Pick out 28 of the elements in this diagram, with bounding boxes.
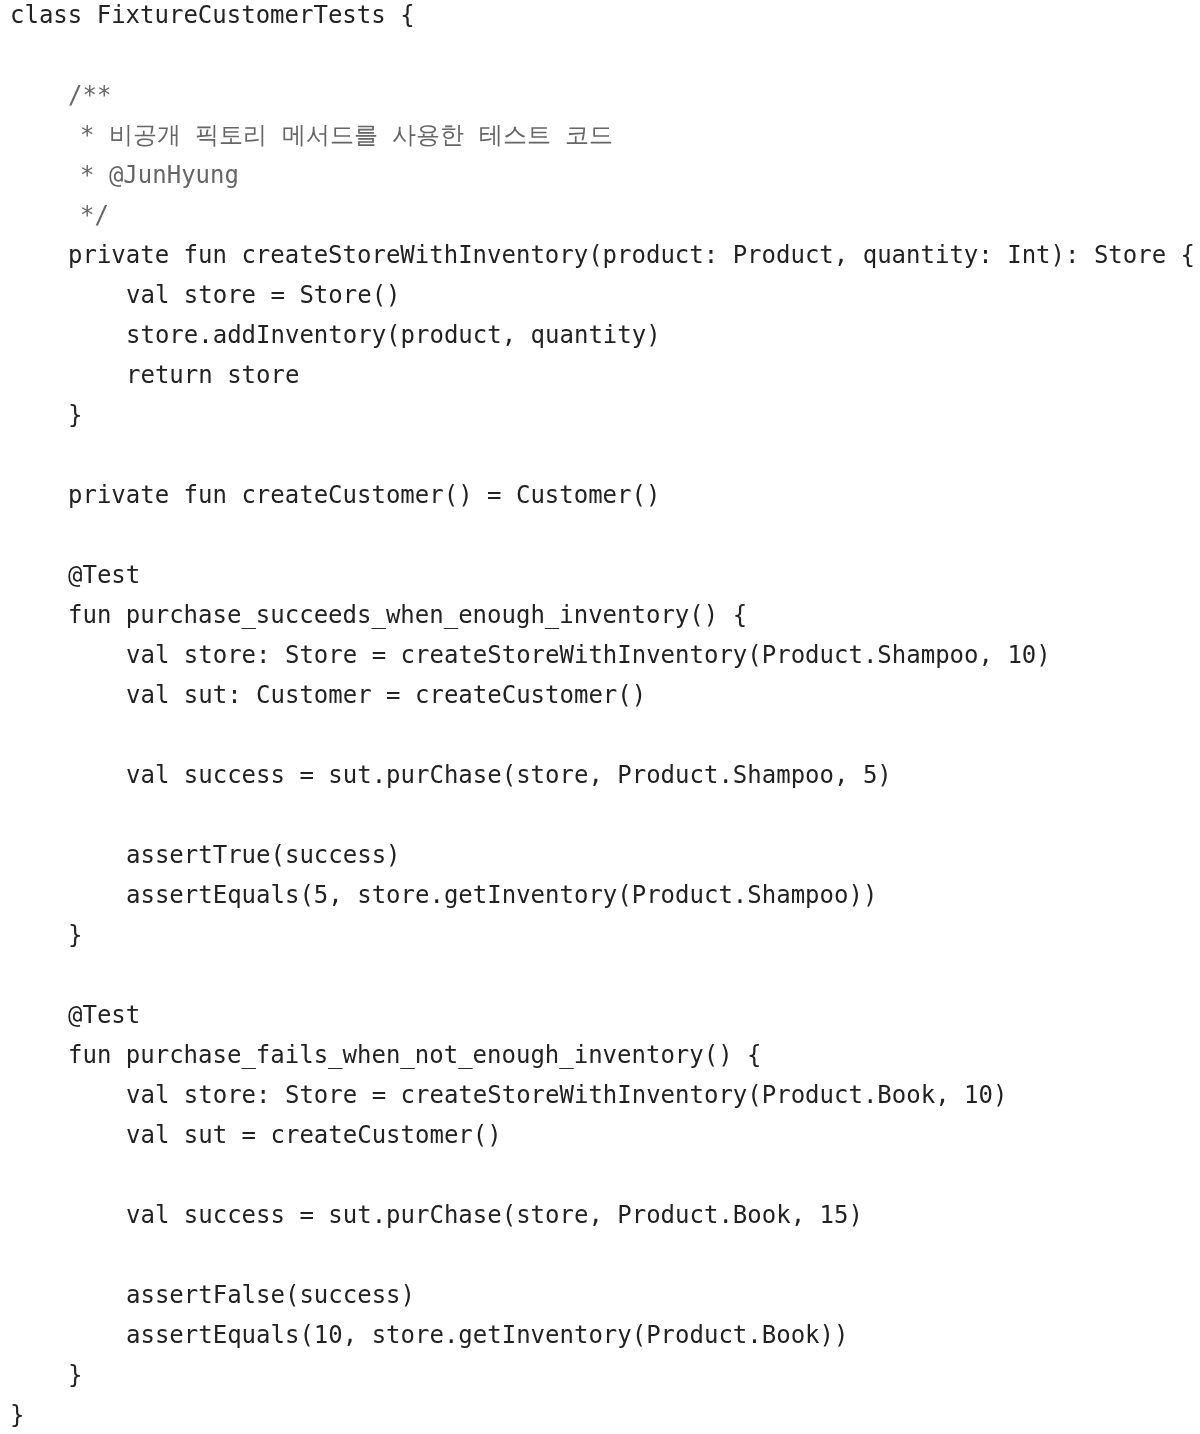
code-line: assertTrue(success) [126,840,401,870]
code-line: val store: Store = createStoreWithInventory(Product.Shampoo, 10) [126,640,1051,670]
code-line: val store = Store() [126,280,401,310]
code-line: } [10,1400,25,1430]
code-line: store.addInventory(product, quantity) [126,320,661,350]
code-line: assertEquals(5, store.getInventory(Product.Shampoo)) [126,880,878,910]
code-line: private fun createCustomer() = Customer() [68,480,661,510]
code-line: */ [80,200,109,230]
code-line: } [68,920,83,950]
code-line: val sut = createCustomer() [126,1120,502,1150]
code-line: @Test [68,560,141,590]
code-line: assertFalse(success) [126,1280,415,1310]
code-line: assertEquals(10, store.getInventory(Product.Book)) [126,1320,849,1350]
code-line: val success = sut.purChase(store, Product.Shampoo, 5) [126,760,892,790]
code-line: class FixtureCustomerTests { [10,0,415,30]
code-line: * @JunHyung [80,160,239,190]
code-line: fun purchase_fails_when_not_enough_inventory() { [68,1040,762,1070]
code-line: /** [68,80,112,110]
code-line: fun purchase_succeeds_when_enough_inventory() { [68,600,748,630]
code-line: private fun createStoreWithInventory(product: Product, quantity: Int): Store { [68,240,1196,270]
code-line: val success = sut.purChase(store, Product.Book, 15) [126,1200,863,1230]
code-line: * 비공개 픽토리 메서드를 사용한 테스트 코드 [80,120,614,150]
code-line: } [68,400,83,430]
code-line: } [68,1360,83,1390]
code-line: val store: Store = createStoreWithInventory(Product.Book, 10) [126,1080,1008,1110]
code-line: @Test [68,1000,141,1030]
code-line: return store [126,360,300,390]
code-line: val sut: Customer = createCustomer() [126,680,647,710]
